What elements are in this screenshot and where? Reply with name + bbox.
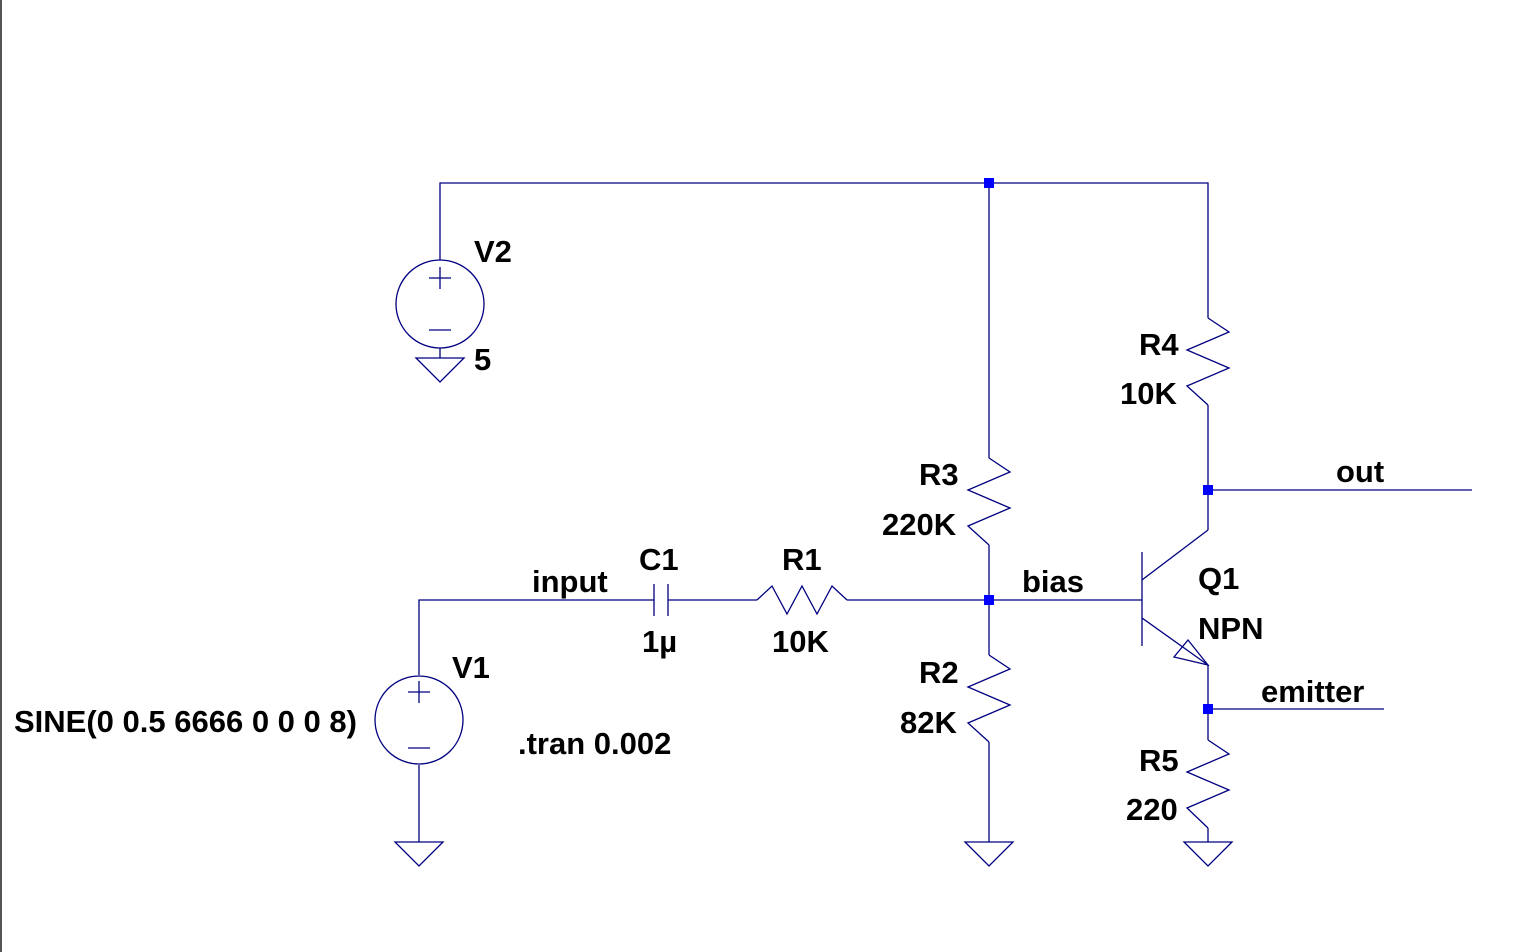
c1-value-label: 1µ bbox=[642, 624, 677, 659]
v2-name-label: V2 bbox=[474, 234, 512, 269]
junction-out[interactable] bbox=[1203, 485, 1213, 495]
r4-value-label: 10K bbox=[1120, 376, 1177, 411]
wire-vcc-rail[interactable] bbox=[439, 182, 1209, 318]
q1-name-label: Q1 bbox=[1198, 561, 1239, 596]
r1-name-label: R1 bbox=[782, 542, 822, 577]
c1-name-label: C1 bbox=[639, 542, 679, 577]
junctions bbox=[984, 178, 1213, 714]
r1-resistor[interactable] bbox=[756, 584, 848, 616]
c1-capacitor[interactable] bbox=[653, 584, 669, 616]
v1-name-label: V1 bbox=[452, 650, 490, 685]
q1-value-label: NPN bbox=[1198, 611, 1263, 646]
r3-value-label: 220K bbox=[882, 507, 957, 542]
r4-resistor[interactable] bbox=[1185, 317, 1231, 406]
wires bbox=[418, 182, 1472, 842]
wire-input[interactable] bbox=[418, 599, 654, 675]
r5-ground-symbol[interactable] bbox=[1182, 841, 1234, 867]
directive-tran: .tran 0.002 bbox=[518, 726, 671, 761]
r2-resistor[interactable] bbox=[966, 654, 1012, 743]
junction-emitter[interactable] bbox=[1203, 704, 1213, 714]
r1-value-label: 10K bbox=[772, 624, 829, 659]
net-label-emitter: emitter bbox=[1261, 674, 1364, 709]
r4-name-label: R4 bbox=[1139, 327, 1179, 362]
r5-resistor[interactable] bbox=[1185, 739, 1231, 829]
junction-vcc[interactable] bbox=[984, 178, 994, 188]
v1-source[interactable] bbox=[374, 675, 464, 765]
v2-ground-symbol[interactable] bbox=[414, 357, 466, 383]
r2-ground-symbol[interactable] bbox=[963, 841, 1015, 867]
v1-ground-symbol[interactable] bbox=[393, 841, 445, 867]
r3-name-label: R3 bbox=[919, 457, 959, 492]
v1-value-label: SINE(0 0.5 6666 0 0 0 8) bbox=[14, 704, 357, 739]
r5-value-label: 220 bbox=[1126, 792, 1178, 827]
v2-source[interactable] bbox=[395, 259, 485, 349]
net-label-input: input bbox=[532, 564, 608, 599]
junction-bias[interactable] bbox=[984, 595, 994, 605]
v2-value-label: 5 bbox=[474, 342, 491, 377]
net-label-out: out bbox=[1336, 454, 1384, 489]
r5-name-label: R5 bbox=[1139, 743, 1179, 778]
net-label-bias: bias bbox=[1022, 564, 1084, 599]
q1-transistor[interactable] bbox=[1141, 529, 1210, 667]
r3-resistor[interactable] bbox=[966, 457, 1012, 546]
r2-value-label: 82K bbox=[900, 705, 957, 740]
r2-name-label: R2 bbox=[919, 655, 959, 690]
